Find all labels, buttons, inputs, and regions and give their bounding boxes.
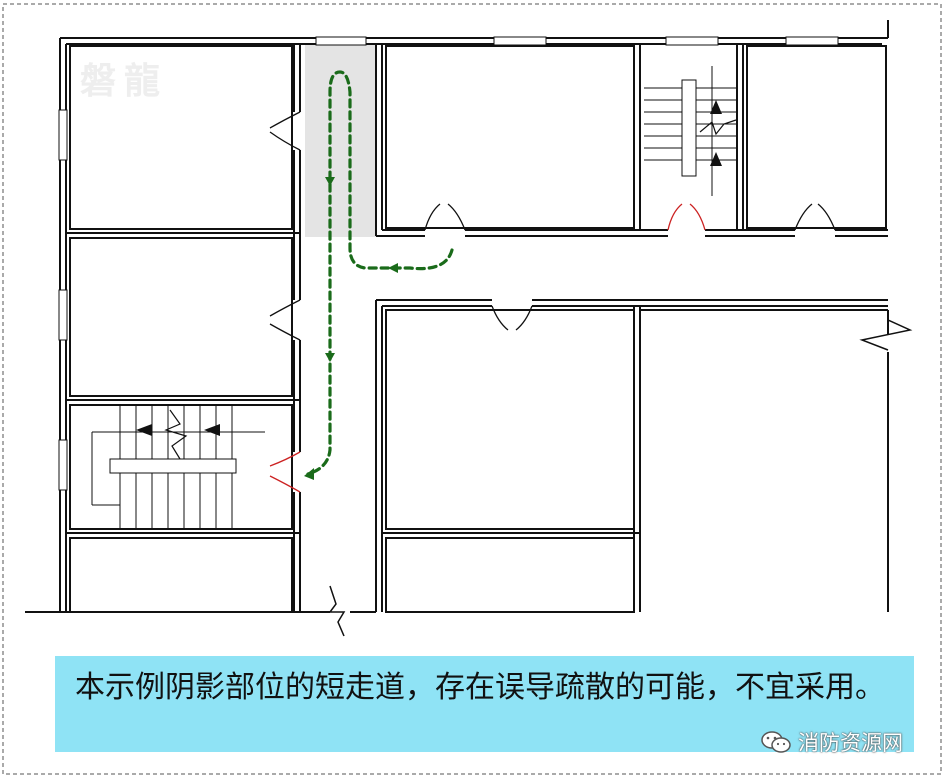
left-staircase bbox=[91, 405, 265, 529]
door-left-stair bbox=[269, 451, 301, 493]
door-room2 bbox=[269, 299, 301, 341]
door-room1 bbox=[269, 111, 301, 151]
caption-text: 本示例阴影部位的短走道，存在误导疏散的可能，不宜采用。 bbox=[75, 670, 885, 705]
break-lines bbox=[328, 319, 913, 637]
wechat-icon bbox=[761, 731, 791, 753]
watermark-text: 消防资源网 bbox=[798, 731, 903, 755]
watermark: 消防资源网 bbox=[760, 727, 903, 757]
dashed-frame bbox=[2, 3, 942, 775]
door-right-stair bbox=[667, 203, 706, 231]
door-upper-right-room bbox=[794, 203, 836, 231]
evacuation-path bbox=[306, 70, 454, 476]
right-staircase bbox=[644, 66, 737, 196]
windows bbox=[58, 36, 839, 491]
door-upper-room bbox=[424, 203, 466, 231]
corner-logo: 磐龍 bbox=[80, 60, 169, 102]
stair-direction-arrow-icon bbox=[710, 100, 722, 166]
doors bbox=[269, 111, 836, 341]
walls bbox=[25, 20, 889, 613]
door-lower-room bbox=[491, 305, 533, 331]
stair-doors bbox=[269, 203, 706, 493]
evacuation-arrow-icon bbox=[304, 177, 398, 480]
stair-direction-arrow-icon bbox=[136, 424, 220, 436]
shaded-short-corridor bbox=[305, 44, 376, 237]
